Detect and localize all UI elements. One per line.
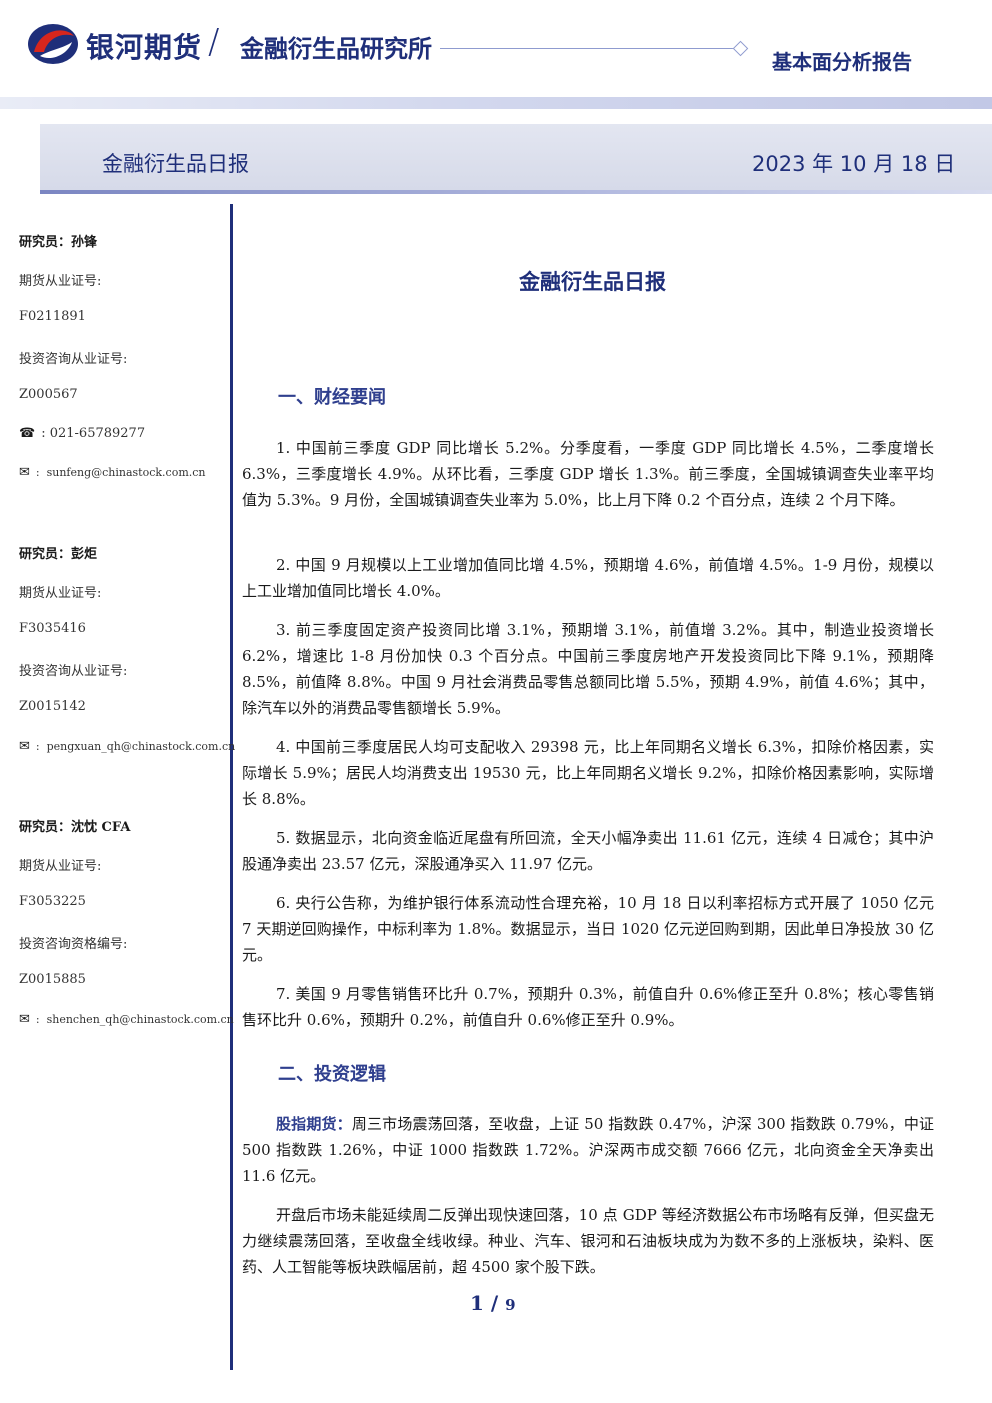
report-type: 基本面分析报告 (772, 50, 912, 74)
contact-email[interactable]: ✉: sunfeng@chinastock.com.cn (19, 465, 206, 480)
report-series-title: 金融衍生品日报 (102, 152, 249, 176)
report-date: 2023 年 10 月 18 日 (752, 152, 956, 176)
futures-license-id: F3035416 (19, 621, 86, 636)
email-address[interactable]: sunfeng@chinastock.com.cn (46, 466, 206, 479)
document-title: 金融衍生品日报 (519, 270, 666, 294)
futures-license-id: F3053225 (19, 894, 86, 909)
email-address[interactable]: shenchen_qh@chinastock.com.cn (46, 1013, 234, 1026)
phone-number: 021-65789277 (49, 426, 146, 441)
news-item-5: 5. 数据显示，北向资金临近尾盘有所回流，全天小幅净卖出 11.61 亿元，连续… (242, 829, 934, 873)
researcher-name: 研究员：沈忱 CFA (19, 820, 131, 835)
page-separator: / (483, 1291, 506, 1315)
section-heading-logic: 二、投资逻辑 (278, 1064, 386, 1085)
consult-license-id: Z0015142 (19, 699, 86, 714)
stock-index-text: 周三市场震荡回落，至收盘，上证 50 指数跌 0.47%，沪深 300 指数跌 … (242, 1115, 934, 1185)
researcher-name: 研究员：孙锋 (19, 235, 98, 250)
total-pages: 9 (505, 1296, 516, 1314)
researcher-name: 研究员：彭炬 (19, 547, 98, 562)
phone-icon: ☎ (19, 426, 36, 441)
futures-license-label: 期货从业证号: (19, 859, 102, 874)
header-slash: / (208, 22, 220, 62)
news-item-1: 1. 中国前三季度 GDP 同比增长 5.2%。分季度看，一季度 GDP 同比增… (242, 439, 934, 509)
galaxy-logo-icon (28, 24, 78, 64)
diamond-icon (732, 40, 749, 57)
futures-license-id: F0211891 (19, 309, 86, 324)
envelope-icon: ✉ (19, 1012, 30, 1027)
news-item-6: 6. 央行公告称，为维护银行体系流动性合理充裕，10 月 18 日以利率招标方式… (242, 894, 934, 964)
page-number: 1 / 9 (470, 1291, 516, 1315)
current-page: 1 (470, 1291, 484, 1315)
news-item-3: 3. 前三季度固定资产投资同比增 3.1%，预期增 3.1%，前值增 3.2%。… (242, 621, 934, 717)
futures-license-label: 期货从业证号: (19, 586, 102, 601)
institute-name: 金融衍生品研究所 (240, 35, 432, 63)
news-item-7: 7. 美国 9 月零售销售环比升 0.7%，预期升 0.3%，前值自升 0.6%… (242, 985, 934, 1029)
header-rule (440, 48, 734, 49)
sidebar-divider (230, 204, 233, 1370)
consult-license-label: 投资咨询从业证号: (19, 664, 128, 679)
contact-email[interactable]: ✉: shenchen_qh@chinastock.com.cn (19, 1012, 234, 1027)
news-item-2: 2. 中国 9 月规模以上工业增加值同比增 4.5%，预期增 4.6%，前值增 … (242, 556, 934, 600)
stock-index-paragraph: 股指期货：周三市场震荡回落，至收盘，上证 50 指数跌 0.47%，沪深 300… (242, 1111, 934, 1189)
consult-license-label: 投资咨询资格编号: (19, 937, 128, 952)
contact-phone: ☎: 021-65789277 (19, 426, 146, 441)
company-name: 银河期货 (86, 31, 203, 64)
consult-license-id: Z000567 (19, 387, 78, 402)
stock-index-lead: 股指期货： (276, 1115, 352, 1133)
consult-license-label: 投资咨询从业证号: (19, 352, 128, 367)
title-bar-accent (40, 190, 992, 194)
envelope-icon: ✉ (19, 465, 30, 480)
title-bar (40, 124, 992, 190)
contact-email[interactable]: ✉: pengxuan_qh@chinastock.com.cn (19, 739, 236, 754)
news-item-4: 4. 中国前三季度居民人均可支配收入 29398 元，比上年同期名义增长 6.3… (242, 738, 934, 808)
email-address[interactable]: pengxuan_qh@chinastock.com.cn (46, 740, 236, 753)
futures-license-label: 期货从业证号: (19, 274, 102, 289)
header-band (0, 97, 992, 109)
market-review-paragraph: 开盘后市场未能延续周二反弹出现快速回落，10 点 GDP 等经济数据公布市场略有… (242, 1206, 934, 1276)
consult-license-id: Z0015885 (19, 972, 86, 987)
section-heading-news: 一、财经要闻 (278, 387, 386, 408)
envelope-icon: ✉ (19, 739, 30, 754)
